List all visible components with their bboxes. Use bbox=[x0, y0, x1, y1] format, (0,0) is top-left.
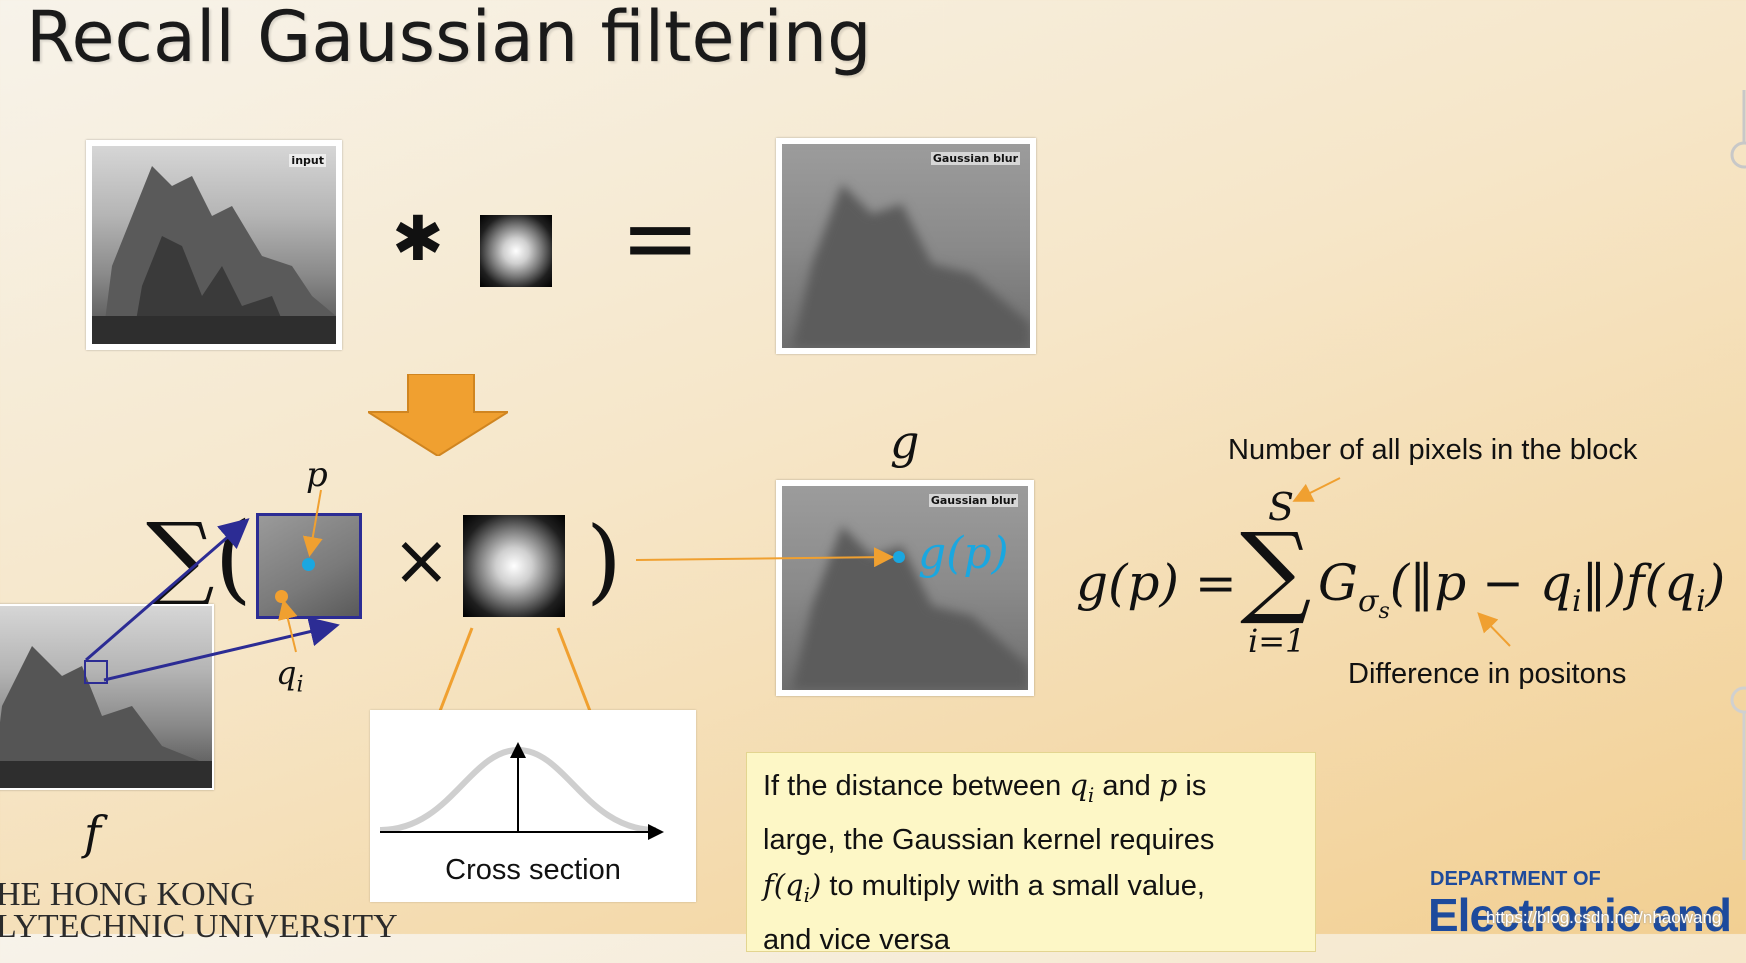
label-p: p bbox=[306, 455, 328, 495]
dept-name-line1: DEPARTMENT OF bbox=[1430, 868, 1601, 890]
output-pixel-dot bbox=[893, 551, 905, 563]
blurred-photo: Gaussian blur bbox=[782, 144, 1030, 348]
cross-section-box: Cross section bbox=[370, 710, 696, 902]
dept-name-line2: Electronic and bbox=[1428, 889, 1732, 941]
label-qi: qi bbox=[276, 654, 304, 698]
blurred-photo-2: Gaussian blur bbox=[782, 486, 1028, 690]
note-line-1: If the distance between qi and p is bbox=[763, 768, 1207, 807]
source-photo bbox=[0, 606, 212, 788]
source-silhouette bbox=[0, 646, 212, 788]
equals-operator: = bbox=[620, 182, 701, 294]
blurred-silhouette-2 bbox=[792, 526, 1028, 690]
university-name-line1: HE HONG KONG bbox=[0, 876, 255, 913]
university-name-line2: LYTECHNIC UNIVERSITY bbox=[0, 908, 398, 945]
gaussian-kernel-small bbox=[480, 215, 552, 287]
sum-lower-limit: i=1 bbox=[1248, 622, 1306, 660]
label-gp: g(p) bbox=[918, 528, 1009, 579]
down-arrow-icon bbox=[368, 374, 508, 456]
convolve-operator: ✱ bbox=[392, 202, 444, 275]
slide-title: Recall Gaussian filtering bbox=[26, 0, 872, 78]
times-operator: × bbox=[392, 519, 451, 601]
formula-lhs: g(p) = bbox=[1076, 554, 1253, 612]
label-f: f bbox=[84, 806, 102, 860]
cross-section-label: Cross section bbox=[445, 854, 621, 886]
watermark: https://blog.csdn.net/nhaowang bbox=[1486, 908, 1722, 927]
note-line-2: large, the Gaussian kernel requires bbox=[763, 823, 1215, 856]
explanation-note: If the distance between qi and p is larg… bbox=[746, 752, 1316, 956]
annotation-top: Number of all pixels in the block bbox=[1228, 434, 1638, 466]
blurred-image: Gaussian blur bbox=[776, 138, 1036, 354]
blurred-silhouette bbox=[792, 184, 1030, 348]
note-line-3: f(qi) to multiply with a small value, bbox=[763, 867, 1205, 907]
annotation-bottom: Difference in positons bbox=[1348, 658, 1627, 690]
formula-body: Gσs(‖p − qi‖)f(qi) bbox=[1318, 554, 1726, 624]
gaussian-kernel-large bbox=[463, 515, 565, 617]
rock-silhouette bbox=[92, 166, 336, 344]
input-image: input bbox=[86, 140, 342, 350]
source-block-marker bbox=[84, 660, 108, 684]
rock-photo: input bbox=[92, 146, 336, 344]
formula-sigma-sum: ∑ bbox=[1240, 511, 1312, 628]
close-paren: ) bbox=[586, 507, 622, 614]
pixel-q-dot bbox=[275, 590, 288, 603]
sum-operator: ∑( bbox=[146, 502, 252, 614]
circuit-decoration bbox=[1730, 90, 1746, 860]
pixel-p-dot bbox=[302, 558, 315, 571]
blur-caption: Gaussian blur bbox=[930, 152, 1020, 165]
input-caption: input bbox=[289, 154, 326, 167]
blurred-image-2: Gaussian blur bbox=[776, 480, 1034, 696]
gaussian-curve bbox=[379, 742, 664, 840]
note-line-4: and vice versa bbox=[763, 923, 950, 956]
source-image-small bbox=[0, 604, 214, 790]
blur-caption-2: Gaussian blur bbox=[928, 494, 1018, 507]
label-g: g bbox=[890, 415, 920, 469]
sum-upper-limit: S bbox=[1268, 485, 1295, 529]
